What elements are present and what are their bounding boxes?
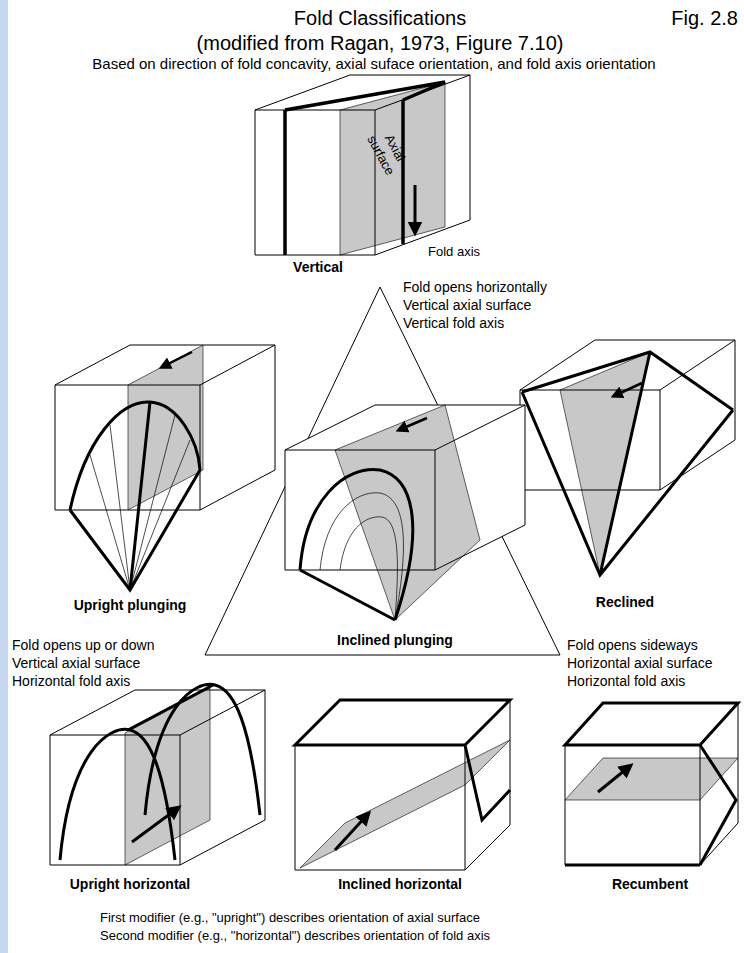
fold-name: Upright plunging <box>74 597 187 614</box>
corner-note: Vertical axial surface <box>403 297 531 314</box>
inclined-plunging-block <box>285 405 525 620</box>
recumbent-block <box>565 703 738 865</box>
fold-name: Inclined horizontal <box>338 876 462 893</box>
page-margin <box>0 0 8 953</box>
figure-title: Fold Classifications <box>294 6 466 30</box>
corner-note: Fold opens up or down <box>12 637 154 654</box>
axis-label: Fold axis <box>428 244 480 260</box>
corner-note: Fold opens sideways <box>567 637 698 654</box>
upright-plunging-block <box>55 345 275 590</box>
inclined-horizontal-block <box>295 700 510 870</box>
reclined-block <box>520 340 735 575</box>
corner-note: Horizontal axial surface <box>567 655 713 672</box>
corner-note: Horizontal fold axis <box>12 673 130 690</box>
classification-triangle <box>205 287 560 655</box>
fold-name: Recumbent <box>612 876 688 893</box>
upright-horizontal-block <box>50 684 265 865</box>
figure-number: Fig. 2.8 <box>671 6 738 30</box>
fold-name: Upright horizontal <box>70 876 191 893</box>
fold-name: Vertical <box>293 259 343 276</box>
corner-note: Vertical axial surface <box>12 655 140 672</box>
footnote: Second modifier (e.g., "horizontal") des… <box>100 928 490 944</box>
fold-name: Reclined <box>596 594 654 611</box>
corner-note: Horizontal fold axis <box>567 673 685 690</box>
corner-note: Vertical fold axis <box>403 315 504 332</box>
corner-note: Fold opens horizontally <box>403 279 547 296</box>
subtitle-note: Based on direction of fold concavity, ax… <box>92 55 655 73</box>
source-note: (modified from Ragan, 1973, Figure 7.10) <box>197 31 564 55</box>
footnote: First modifier (e.g., "upright") describ… <box>100 910 480 926</box>
vertical-fold-block <box>255 75 470 255</box>
fold-name: Inclined plunging <box>337 632 453 649</box>
